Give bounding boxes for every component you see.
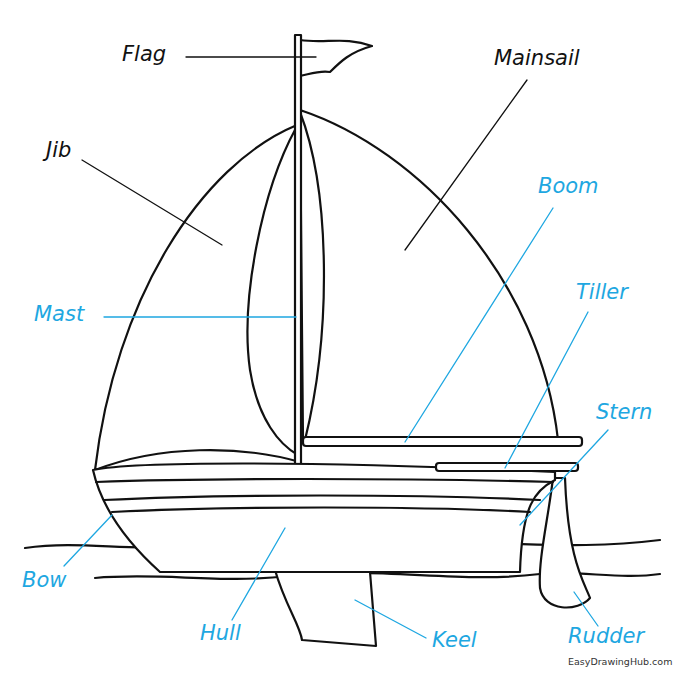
mainsail: [300, 110, 558, 440]
hull: [93, 464, 555, 573]
keel: [275, 570, 376, 646]
part-label: Mainsail: [494, 46, 580, 71]
part-label: Bow: [22, 568, 66, 593]
leader-line: [82, 160, 222, 245]
hull-band: [104, 496, 540, 501]
leader-line: [574, 592, 598, 626]
boom: [303, 437, 582, 446]
leader-line: [355, 600, 426, 638]
leader-line: [405, 208, 553, 442]
leader-line: [232, 528, 285, 620]
leader-line: [64, 515, 112, 566]
hull-band: [96, 479, 553, 482]
part-label: Flag: [122, 42, 166, 67]
part-label: Stern: [596, 400, 652, 425]
hull-band: [112, 508, 530, 513]
part-label: Jib: [46, 138, 71, 163]
jib: [95, 125, 300, 470]
jib-fold: [248, 128, 298, 455]
leader-line: [520, 430, 608, 525]
part-label: Boom: [538, 174, 599, 199]
mast: [295, 35, 301, 480]
part-label: Mast: [34, 302, 84, 327]
part-label: Hull: [200, 621, 241, 646]
mainsail-fold: [300, 112, 324, 440]
leader-line: [104, 316, 296, 317]
leader-line: [505, 312, 588, 468]
part-label: Tiller: [576, 280, 628, 305]
flag: [300, 40, 372, 76]
part-label: Keel: [432, 628, 477, 653]
rudder: [540, 478, 590, 607]
leader-lines: [64, 57, 608, 638]
part-label: Rudder: [568, 624, 644, 649]
leader-line: [186, 56, 316, 57]
leader-line: [405, 80, 527, 250]
watermark: EasyDrawingHub.com: [566, 656, 674, 668]
